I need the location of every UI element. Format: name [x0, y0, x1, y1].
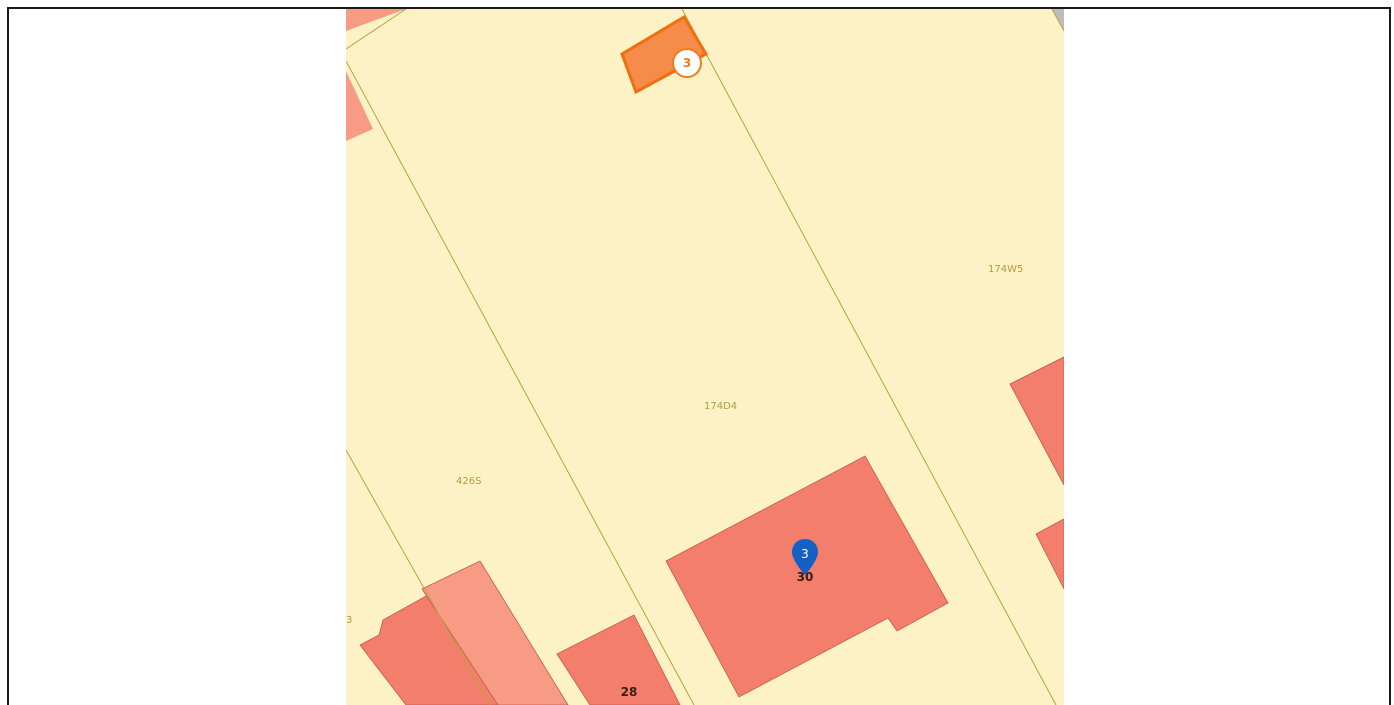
highlight-marker-number: 3	[683, 56, 691, 70]
parcel-label-426s: 426S	[456, 476, 481, 487]
house-number-30: 30	[797, 570, 814, 584]
building-right-upper[interactable]	[1009, 356, 1064, 486]
highlighted-building[interactable]	[620, 14, 709, 95]
building-30[interactable]	[665, 455, 949, 698]
parcel-line-5	[346, 9, 407, 50]
parcel-label-174w5: 174W5	[988, 264, 1023, 275]
parcel-label-174d4: 174D4	[704, 401, 737, 412]
building-left-edge	[346, 71, 373, 141]
house-number-28: 28	[621, 685, 638, 699]
parcel-line-4	[1051, 9, 1064, 32]
parcel-line-3	[681, 9, 1057, 705]
pin-marker-number: 3	[801, 547, 809, 561]
parcel-label-3: 3	[346, 615, 352, 626]
building-top-left	[346, 9, 406, 31]
parcel-line-1	[346, 60, 695, 705]
map-canvas[interactable]: 3 174W5 174D4 426S 3 30 28 3	[346, 9, 1064, 705]
building-right-lower[interactable]	[1035, 518, 1064, 590]
map-pin-icon[interactable]: 3	[792, 539, 818, 575]
building-annex[interactable]	[421, 560, 569, 705]
map-viewport[interactable]: 3 174W5 174D4 426S 3 30 28 3	[346, 9, 1064, 705]
numbered-circle-icon[interactable]: 3	[672, 48, 702, 78]
building-28[interactable]	[556, 614, 681, 705]
parcel-line-2	[346, 449, 491, 705]
